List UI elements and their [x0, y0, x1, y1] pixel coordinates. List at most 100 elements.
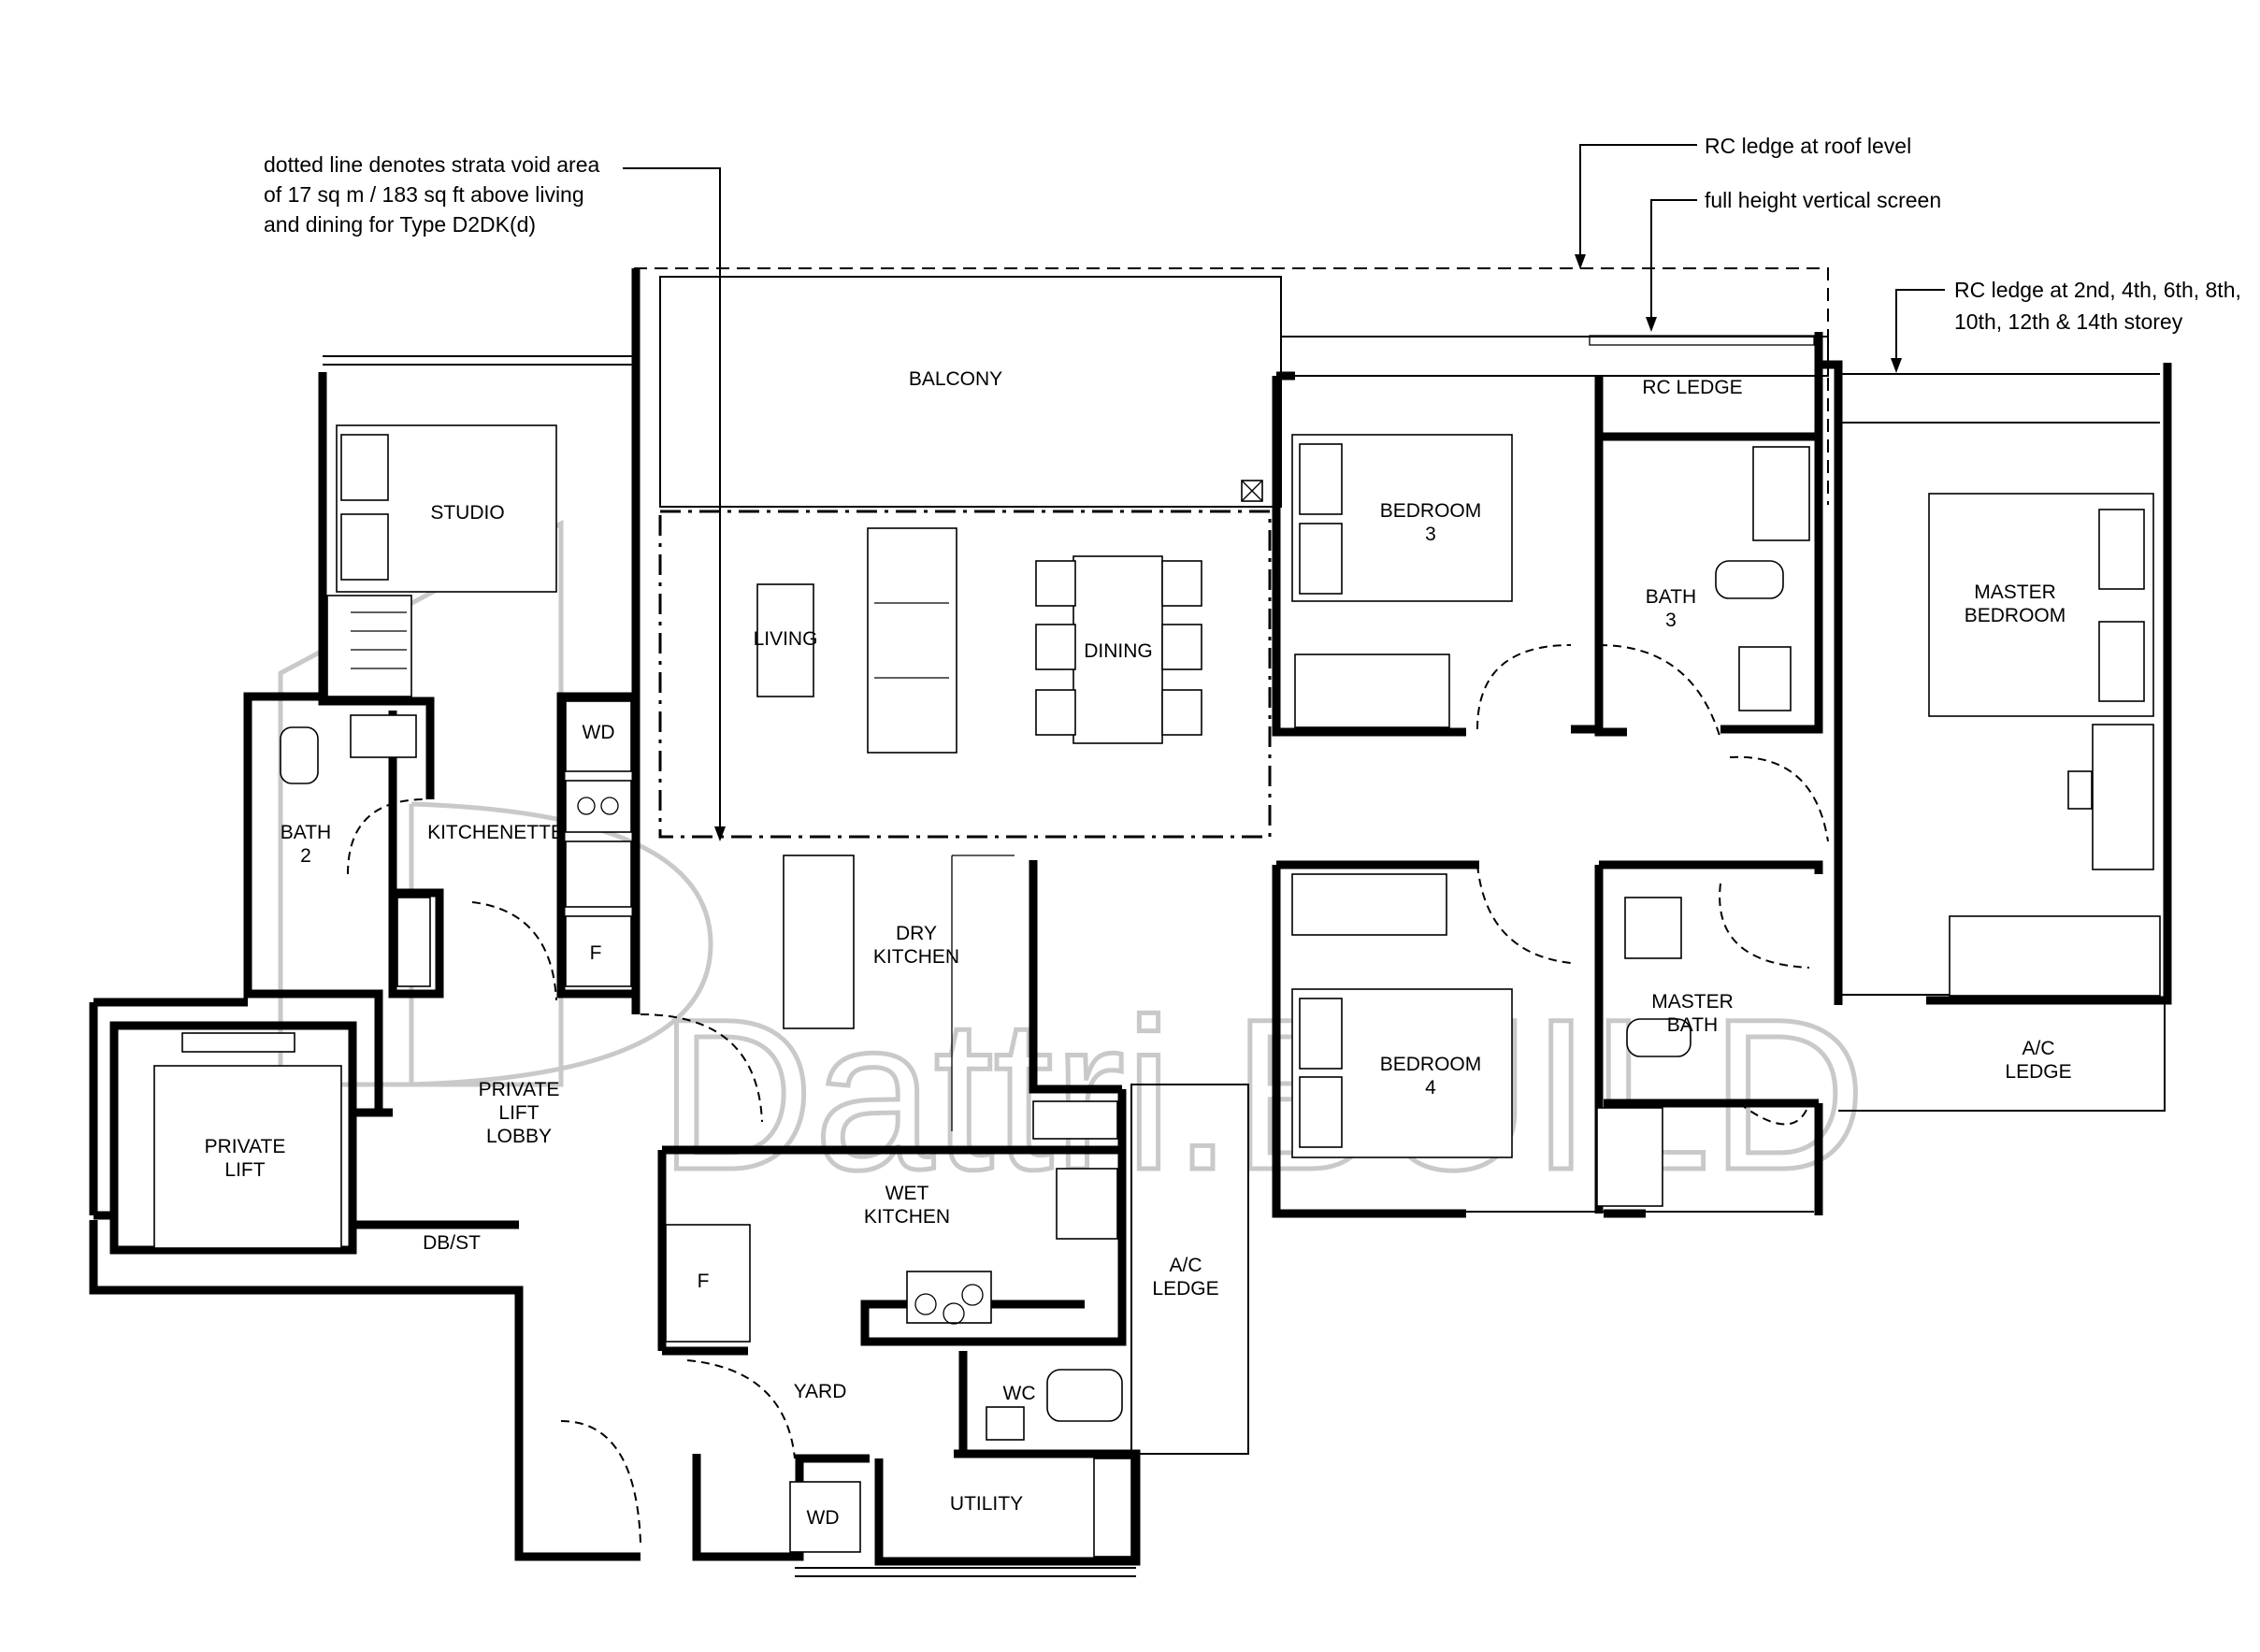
kitchenette-sink	[565, 840, 632, 908]
room-labels: BALCONY STUDIO LIVING DINING BEDROOM 3 R…	[205, 368, 2072, 1529]
label-bath2-b: 2	[300, 845, 311, 867]
label-private-lift-b: LIFT	[224, 1159, 265, 1181]
wet-kitchen-hob	[906, 1271, 992, 1324]
label-living: LIVING	[754, 628, 818, 650]
bedroom4-wardrobe	[1291, 873, 1447, 936]
label-bedroom3-a: BEDROOM	[1380, 500, 1482, 522]
bath2-shower	[396, 897, 431, 987]
bath2-basin	[350, 714, 417, 758]
master-bath-toilet	[1626, 1018, 1691, 1057]
kitchenette-fridge	[565, 915, 632, 987]
label-rc-ledge: RC LEDGE	[1642, 377, 1742, 398]
strata-void-outline	[658, 510, 1272, 839]
walls	[89, 268, 2172, 1566]
label-private-lift-a: PRIVATE	[205, 1136, 286, 1157]
door-master	[1729, 755, 1829, 842]
wc-toilet	[1046, 1369, 1123, 1422]
label-dining: DINING	[1084, 640, 1153, 662]
master-bath-basin	[1624, 897, 1682, 959]
rc-ledge-storey-note-line-1: RC ledge at 2nd, 4th, 6th, 8th,	[1954, 278, 2241, 302]
bath2-toilet	[280, 726, 319, 784]
label-yard-wd: WD	[807, 1507, 840, 1529]
rc-ledge-roof-note: RC ledge at roof level	[1705, 134, 1911, 158]
leader-arrow	[1891, 358, 1902, 373]
label-wc: WC	[1003, 1383, 1036, 1404]
master-bath-shower	[1596, 1107, 1663, 1207]
label-studio: STUDIO	[430, 502, 504, 524]
watermark-logo: Dattri.BUILD	[278, 519, 1868, 1217]
label-ac-ledge-kitchen-a: A/C	[1169, 1255, 1202, 1276]
label-wet-kitchen-b: KITCHEN	[864, 1206, 950, 1228]
kitchenette-washer	[565, 700, 632, 772]
label-master-bath-b: BATH	[1667, 1014, 1718, 1036]
label-bath3-b: 3	[1665, 610, 1677, 631]
bath3-basin	[1738, 646, 1792, 711]
door-yard	[686, 1359, 796, 1459]
label-dry-kitchen-a: DRY	[896, 923, 937, 944]
dining-table	[1072, 555, 1163, 744]
wet-kitchen-fridge	[665, 1224, 751, 1343]
label-bath2-a: BATH	[281, 822, 331, 843]
utility-shower	[1093, 1458, 1132, 1558]
ledge-outlines	[634, 267, 1829, 839]
watermark-text: Dattri.BUILD	[659, 974, 1866, 1214]
label-bath3-a: BATH	[1646, 586, 1696, 608]
label-lobby-a: PRIVATE	[479, 1079, 560, 1100]
label-lobby-c: LOBBY	[486, 1126, 552, 1147]
label-wet-kitchen-a: WET	[885, 1183, 929, 1204]
label-wet-kitchen-fridge: F	[698, 1271, 710, 1292]
leader-arrow	[1646, 317, 1657, 332]
door-master-bath	[1719, 883, 1810, 969]
door-bedroom4	[1476, 864, 1572, 964]
ac-ledge-kitchen-outline	[1130, 1084, 1249, 1455]
studio-wardrobe	[326, 595, 412, 697]
rc-ledge-storey-note-line-2: 10th, 12th & 14th storey	[1954, 309, 2183, 334]
strata-void-leader	[623, 167, 721, 837]
label-ac-ledge-kitchen-b: LEDGE	[1152, 1278, 1218, 1300]
label-master-bath-a: MASTER	[1651, 991, 1734, 1013]
wet-kitchen-sink	[1056, 1168, 1118, 1240]
door-bath2	[347, 798, 426, 875]
notes: dotted line denotes strata void area of …	[264, 134, 2241, 841]
bath3-shower	[1752, 446, 1810, 541]
strata-void-note-line-2: of 17 sq m / 183 sq ft above living	[264, 182, 584, 207]
door-bedroom3	[1476, 644, 1572, 730]
vertical-screen-note: full height vertical screen	[1705, 188, 1941, 212]
leader-arrow	[1575, 254, 1586, 269]
furniture	[153, 424, 2161, 1558]
rc-ledge-storey-leader	[1895, 289, 1945, 368]
label-kitchenette-wd: WD	[583, 722, 615, 743]
label-bedroom4-b: 4	[1425, 1077, 1436, 1099]
bath3-toilet	[1715, 560, 1784, 599]
door-kitchenette	[471, 901, 557, 1001]
door-bath3	[1598, 644, 1721, 740]
label-master-bedroom-b: BEDROOM	[1965, 605, 2066, 626]
label-kitchenette-fridge: F	[590, 942, 602, 964]
label-ac-ledge-master-a: A/C	[2022, 1038, 2054, 1059]
dry-kitchen-island	[783, 855, 855, 1029]
label-yard: YARD	[794, 1381, 847, 1402]
door-swings	[347, 644, 1829, 1544]
door-wc-master	[1738, 1102, 1810, 1126]
label-db-st: DB/ST	[423, 1232, 481, 1254]
ac-unit	[1032, 1100, 1118, 1140]
door-lobby	[640, 1013, 763, 1123]
bedroom3-wardrobe	[1294, 654, 1450, 728]
label-lobby-b: LIFT	[498, 1102, 539, 1124]
label-dry-kitchen-b: KITCHEN	[873, 946, 959, 968]
label-master-bedroom-a: MASTER	[1974, 582, 2056, 603]
wc-basin	[986, 1406, 1025, 1441]
leader-arrow	[714, 826, 726, 841]
label-utility: UTILITY	[950, 1493, 1023, 1515]
label-bedroom3-b: 3	[1425, 524, 1436, 545]
strata-void-note-line-1: dotted line denotes strata void area	[264, 152, 600, 177]
kitchenette-hob	[565, 780, 632, 833]
rc-ledge-roof-leader	[1579, 144, 1697, 265]
living-tv	[756, 583, 814, 697]
vertical-screen-leader	[1650, 199, 1697, 327]
yard-washer	[789, 1481, 861, 1553]
label-kitchenette: KITCHENETTE	[427, 822, 564, 843]
door-main	[560, 1420, 641, 1544]
strata-void-note-line-3: and dining for Type D2DK(d)	[264, 212, 536, 237]
